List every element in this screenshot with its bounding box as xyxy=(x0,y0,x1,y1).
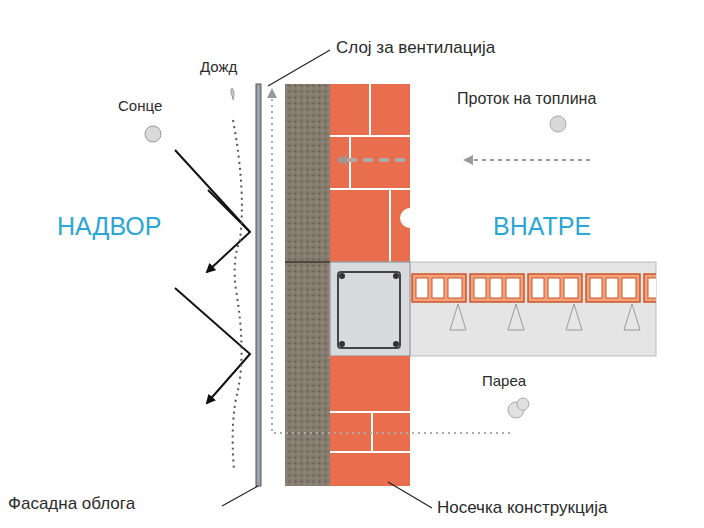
insulation-layer xyxy=(285,84,330,486)
floor-blocks xyxy=(410,272,656,332)
text-label: Проток на топлина xyxy=(457,90,596,108)
text-label: ВНАТРЕ xyxy=(493,212,591,241)
text-label: Дожд xyxy=(200,58,237,75)
brick-wall xyxy=(330,84,410,262)
text-label: НАДВОР xyxy=(57,212,161,241)
facade-cladding xyxy=(256,84,261,486)
text-label: Слој за вентилација xyxy=(336,38,495,58)
text-label: Сонце xyxy=(118,97,162,114)
text-label: Пареа xyxy=(482,372,526,389)
text-label: Носечка конструкција xyxy=(437,498,607,518)
text-label: Фасадна облога xyxy=(8,494,135,514)
